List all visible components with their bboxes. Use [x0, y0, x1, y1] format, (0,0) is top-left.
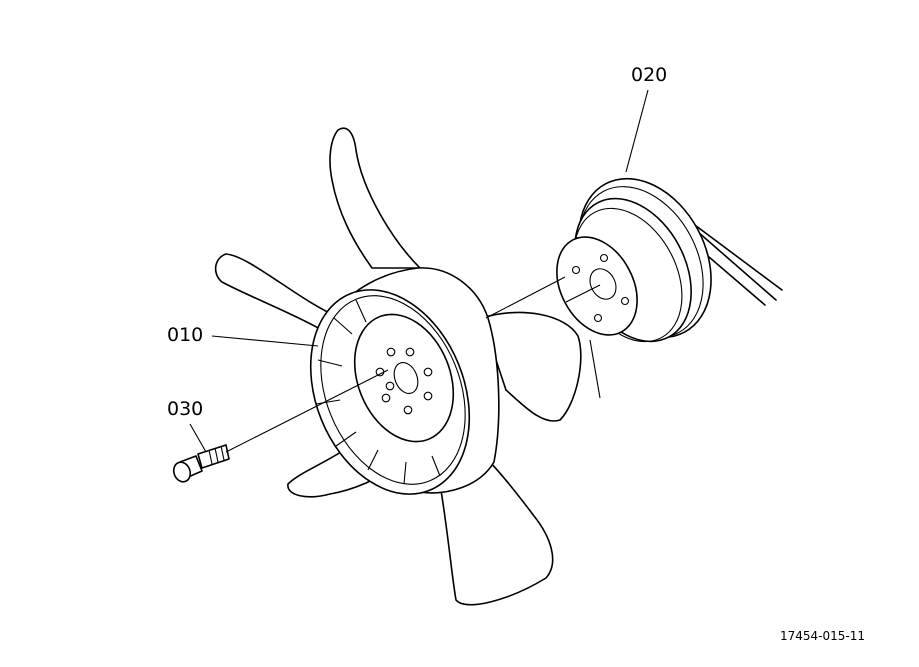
- drawing-code: 17454-015-11: [780, 629, 865, 643]
- callout-label-010: 010: [167, 324, 203, 346]
- fan-bolt-holes: [375, 347, 433, 415]
- bolt-part-030[interactable]: [171, 444, 230, 484]
- leader-line-030: [189, 423, 207, 453]
- pulley-part-020[interactable]: [541, 156, 738, 399]
- alignment-line-fan-pulley: [485, 276, 566, 319]
- alignment-line-bolt-fan: [225, 369, 389, 453]
- pulley-bolt-holes: [571, 253, 630, 323]
- callout-label-020: 020: [631, 64, 667, 86]
- leader-line-020: [625, 89, 649, 173]
- fan-part-010[interactable]: [214, 127, 582, 606]
- callout-label-030: 030: [167, 398, 203, 420]
- leader-line-010: [211, 335, 319, 347]
- fan-ring-ribs: [315, 299, 441, 485]
